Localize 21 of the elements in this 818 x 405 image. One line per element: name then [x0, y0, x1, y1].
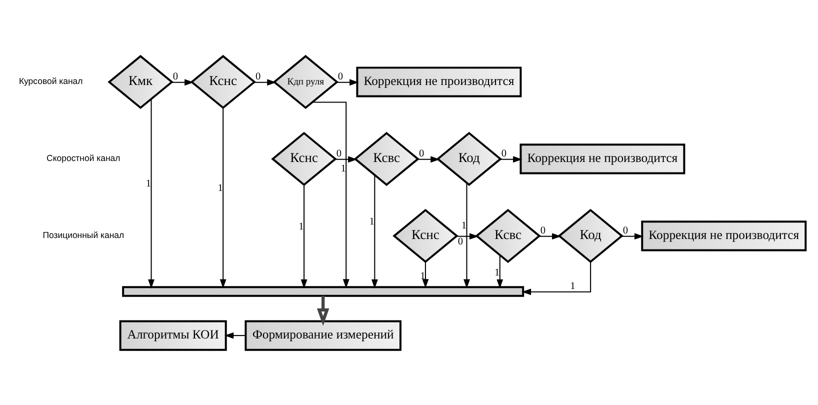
edge-label: 0 [540, 224, 546, 236]
edge-label: 1 [298, 221, 304, 232]
edge-label: 0 [172, 71, 178, 82]
edge-label: 1 [420, 270, 426, 282]
edge-label: 0 [501, 148, 507, 159]
edge-label: 0 [458, 236, 464, 248]
edge-label: 1 [369, 216, 374, 228]
edge-label: 0 [255, 71, 261, 82]
label: Позиционный канал [42, 230, 124, 240]
edge-label: 1 [146, 178, 152, 190]
edge-label: 1 [494, 267, 500, 278]
label: Курсовой канал [18, 76, 83, 86]
edge-label: 0 [336, 148, 342, 159]
edge-label: 0 [418, 148, 424, 159]
edge-label: 1 [340, 162, 346, 174]
edge-label: 1 [218, 182, 223, 194]
edge-label: 1 [461, 220, 467, 232]
label: Скоростной канал [46, 152, 120, 163]
edge-label: 1 [570, 280, 576, 292]
edge-label: 0 [338, 71, 344, 82]
edge-label: 0 [622, 224, 628, 236]
